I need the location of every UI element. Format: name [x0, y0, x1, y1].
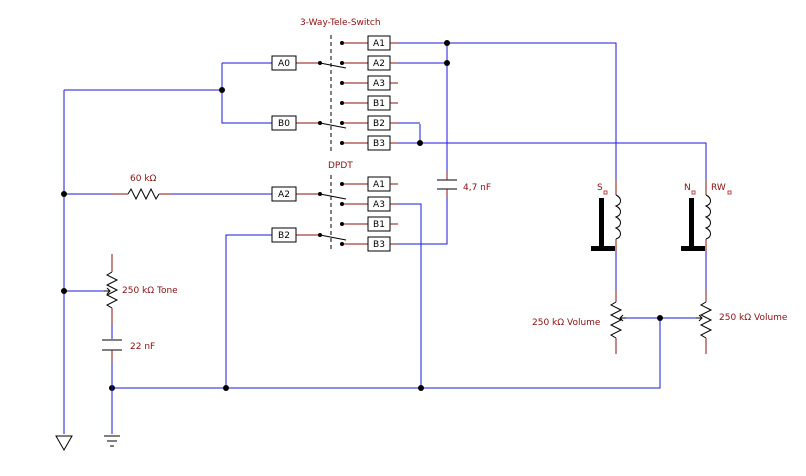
capacitor-4n7: 4,7 nF [437, 172, 491, 197]
switch1-contacts [340, 41, 368, 145]
switch1-title: 3-Way-Tele-Switch [300, 18, 381, 28]
switch2-contacts [340, 182, 368, 246]
wire-b2-ground [225, 234, 272, 388]
switch1-input-b0 [271, 115, 297, 131]
potentiometer-volume-right-label: 250 kΩ Volume [719, 313, 788, 323]
switch2-output-b1-label: B1 [373, 220, 385, 230]
pickup-right-terminal-rw: RW [711, 183, 726, 193]
potentiometer-volume-left-label: 250 kΩ Volume [532, 318, 601, 328]
capacitor-22n-label: 22 nF [130, 342, 155, 352]
capacitor-22n: 22 nF [102, 339, 155, 434]
switch1-output-b2-label: B2 [373, 119, 385, 129]
switch2-output-b3-label: B3 [373, 240, 385, 250]
switch2-output-a1-label: A1 [373, 180, 385, 190]
switch2-input-a2 [271, 186, 297, 202]
switch2-input-b2 [271, 227, 297, 243]
wire-ground-bus [112, 318, 661, 389]
switch1-input-a0 [271, 55, 297, 71]
switch-dpdt: DPDT A2 B2 A1 A3 B1 B3 [271, 161, 398, 252]
resistor-60k: 60 kΩ [112, 174, 172, 201]
ground-symbol-right [104, 435, 120, 447]
switch1-outputs: A1 A2 A3 B1 B2 B3 [367, 35, 398, 151]
switch2-input-a2-label: A2 [278, 190, 290, 200]
pickup-left: S [591, 180, 621, 290]
capacitor-4n7-label: 4,7 nF [463, 183, 491, 193]
switch1-output-a2-label: A2 [373, 59, 385, 69]
switch2-outputs: A1 A3 B1 B3 [367, 176, 398, 252]
switch1-input-b0-label: B0 [278, 119, 290, 129]
wire-b3-rw [398, 124, 707, 180]
pickup-right: N RW [681, 180, 732, 290]
resistor-60k-label: 60 kΩ [130, 174, 157, 184]
ground-symbol-left [55, 435, 73, 452]
switch2-output-a3-label: A3 [373, 200, 385, 210]
potentiometer-volume-left: 250 kΩ Volume [532, 290, 626, 354]
switch1-output-b3-label: B3 [373, 139, 385, 149]
potentiometer-tone-label: 250 kΩ Tone [122, 286, 178, 296]
switch-3way: 3-Way-Tele-Switch A0 B0 A1 A2 [271, 18, 398, 152]
wire-a3-ground [398, 203, 422, 388]
pickup-right-terminal-n: N [684, 183, 691, 193]
junction-nodes [61, 40, 663, 391]
switch1-input-a0-label: A0 [278, 59, 290, 69]
switch1-output-a3-label: A3 [373, 79, 385, 89]
wire-cap-bottom-b3 [398, 194, 448, 245]
potentiometer-tone: 250 kΩ Tone [104, 254, 178, 339]
switch1-output-a1-label: A1 [373, 39, 385, 49]
switch1-output-b1-label: B1 [373, 99, 385, 109]
potentiometer-volume-right: 250 kΩ Volume [696, 290, 788, 354]
wire-a1-pickup-s [398, 42, 617, 180]
pickup-left-terminal-s: S [597, 183, 603, 193]
switch2-input-b2-label: B2 [278, 231, 290, 241]
switch2-title: DPDT [328, 161, 353, 171]
wire-b0 [221, 63, 272, 124]
